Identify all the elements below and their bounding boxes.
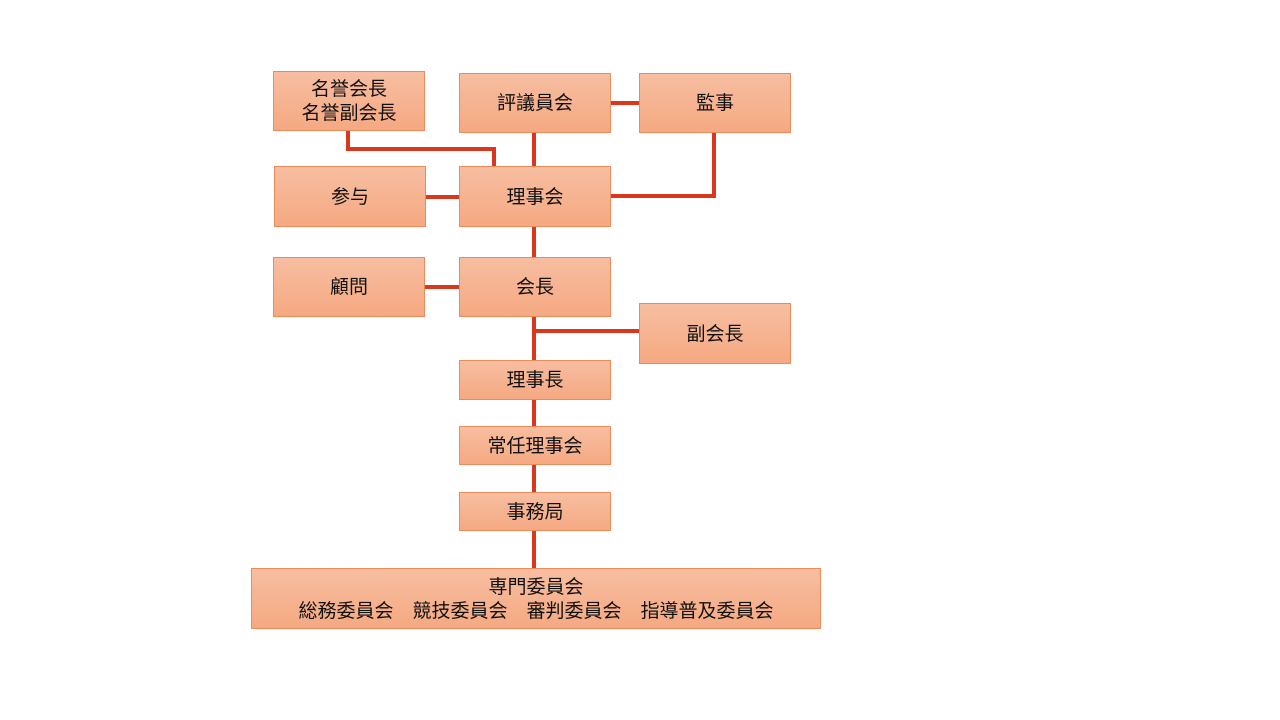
vice-president-label: 副会長 [686,322,744,345]
vice-president-box: 副会長 [639,303,791,364]
president-label: 会長 [515,276,554,298]
auditor-box: 監事 [639,73,791,133]
board-box: 理事会 [459,166,611,227]
chairman-box: 理事長 [459,360,611,400]
councilors-label: 評議員会 [496,92,573,114]
chairman-label: 理事長 [506,369,564,391]
committees-box: 専門委員会 総務委員会 競技委員会 審判委員会 指導普及委員会 [251,568,821,629]
councilors-box: 評議員会 [459,73,611,133]
counselor-label: 参与 [330,185,369,208]
board-label: 理事会 [506,185,564,208]
line-honorary-board [346,131,496,166]
standing-board-label: 常任理事会 [487,434,583,457]
secretariat-box: 事務局 [459,492,611,531]
counselor-box: 参与 [274,166,426,227]
honorary-president-label: 名誉会長 [310,78,387,100]
standing-board-box: 常任理事会 [459,426,611,465]
committees-members: 総務委員会 競技委員会 審判委員会 指導普及委員会 [298,599,774,622]
president-box: 会長 [459,257,611,317]
advisor-label: 顧問 [329,276,368,298]
honorary-president-box: 名誉会長 名誉副会長 [273,71,425,131]
honorary-vice-president-label: 名誉副会長 [301,102,397,124]
line-auditor-board [610,133,716,198]
committees-title: 専門委員会 [488,575,584,598]
advisor-box: 顧問 [273,257,425,317]
secretariat-label: 事務局 [506,500,564,523]
auditor-label: 監事 [695,92,734,114]
